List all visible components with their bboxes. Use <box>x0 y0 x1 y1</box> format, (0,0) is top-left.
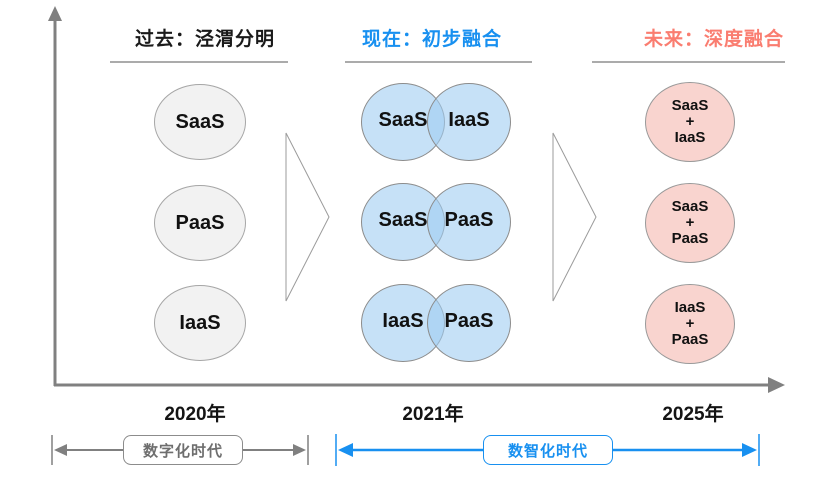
past-circle-paas: PaaS <box>154 185 246 261</box>
past-circle-saas: SaaS <box>154 84 246 160</box>
present-venn3-right-label: PaaS <box>444 310 494 332</box>
past-circle-iaas: IaaS <box>154 285 246 361</box>
era-badge-digital: 数字化时代 <box>123 435 243 465</box>
year-label-2020: 2020年 <box>164 404 226 425</box>
present-venn2-right-label: PaaS <box>444 209 494 231</box>
header-rule-future <box>592 61 785 63</box>
present-venn3-right-circle <box>427 284 511 362</box>
future-circle1-plus: + <box>685 113 695 130</box>
present-venn3-left-label: IaaS <box>382 310 424 332</box>
past-circle-iaas-label: IaaS <box>179 311 221 334</box>
present-venn2-right-circle <box>427 183 511 261</box>
era1-right-arrowhead-icon <box>293 444 306 456</box>
era2-right-arrowhead-icon <box>742 443 757 457</box>
future-circle3-line2: PaaS <box>671 331 709 348</box>
era-badge-digital-label: 数字化时代 <box>142 442 223 460</box>
present-venn1-left-label: SaaS <box>378 109 428 131</box>
x-axis-arrow-icon <box>768 377 785 393</box>
future-circle2-plus: + <box>685 214 695 231</box>
transition-arrow-icon-past-to-present <box>285 132 330 302</box>
future-circle-saas-paas: SaaS + PaaS <box>645 183 735 263</box>
header-rule-present <box>345 61 532 63</box>
future-circle2-line1: SaaS <box>671 198 709 215</box>
year-label-2025: 2025年 <box>662 404 724 425</box>
future-circle3-line1: IaaS <box>674 299 706 316</box>
future-circle1-line2: IaaS <box>674 129 706 146</box>
present-venn1-right-circle <box>427 83 511 161</box>
future-circle2-line2: PaaS <box>671 230 709 247</box>
era-badge-digital-intelligence: 数智化时代 <box>483 435 613 465</box>
future-circle-iaas-paas: IaaS + PaaS <box>645 284 735 364</box>
era-badge-digital-intelligence-label: 数智化时代 <box>507 442 588 460</box>
y-axis-arrow-icon <box>48 6 62 21</box>
column-header-future: 未来：深度融合 <box>643 29 784 50</box>
era2-left-arrowhead-icon <box>338 443 353 457</box>
future-circle1-line1: SaaS <box>671 97 709 114</box>
header-rule-past <box>110 61 288 63</box>
past-circle-saas-label: SaaS <box>175 110 225 133</box>
past-circle-paas-label: PaaS <box>175 211 225 234</box>
present-venn2-left-label: SaaS <box>378 209 428 231</box>
future-circle-saas-iaas: SaaS + IaaS <box>645 82 735 162</box>
year-label-2021: 2021年 <box>402 404 464 425</box>
transition-arrow-icon-present-to-future <box>552 132 597 302</box>
present-venn1-right-label: IaaS <box>448 109 490 131</box>
era1-left-arrowhead-icon <box>54 444 67 456</box>
column-header-past: 过去：泾渭分明 <box>134 29 275 50</box>
column-header-present: 现在：初步融合 <box>361 29 502 50</box>
future-circle3-plus: + <box>685 315 695 332</box>
